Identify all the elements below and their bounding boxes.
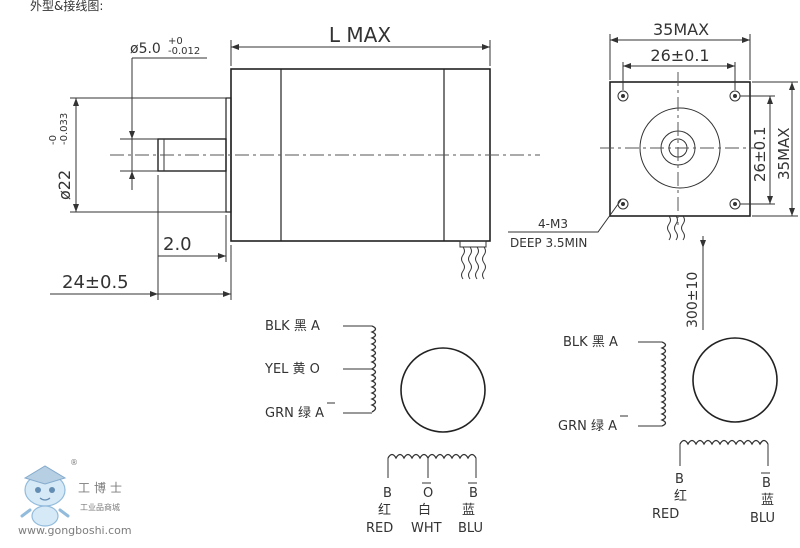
- boss-height-label: 2.0: [163, 234, 192, 255]
- coil-b: [387, 453, 477, 460]
- wire-o-top: O: [423, 486, 433, 501]
- logo-name: 工博士: [78, 480, 126, 495]
- wire4-bbar-top: B: [762, 476, 771, 491]
- wire-bbar-en: BLU: [458, 521, 483, 536]
- lead-connector: [459, 240, 487, 280]
- coil-a: [370, 325, 377, 413]
- side-view: L MAX ø5.0 +0 -0.012 ø22 -0 -0.033 2.0 2…: [48, 23, 540, 300]
- lead-length-label: 300±10: [685, 272, 701, 328]
- front-lead-pins: [667, 215, 685, 241]
- height-max-label: 35MAX: [775, 127, 793, 180]
- header-title: 外型&接线图:: [30, 0, 103, 13]
- wire4-bbar-en: BLU: [750, 511, 775, 526]
- brand-logo: ® 工博士 工业品商城 www.gongboshi.com: [18, 458, 132, 537]
- wire-o-en: WHT: [411, 521, 442, 536]
- logo-reg: ®: [70, 458, 78, 467]
- rotor4-circle: [692, 337, 778, 423]
- wire-label-blk: BLK 黑 A: [265, 319, 320, 334]
- wiring-diagram-6-lead: BLK 黑 A YEL 黄 O GRN 绿 A B 红 RED O 白 WHT …: [264, 319, 486, 536]
- boss-tol-upper: -0: [48, 135, 59, 145]
- wire-bbar-top: B: [469, 486, 478, 501]
- boss-tol-lower: -0.033: [59, 113, 70, 145]
- coil4-b: [679, 439, 769, 446]
- wire4-bbar-cn: 蓝: [761, 493, 774, 508]
- mascot-icon: [20, 465, 70, 527]
- wire-b-cn: 红: [378, 502, 391, 518]
- wire4-label-grn: GRN 绿 A: [558, 419, 617, 434]
- shaft-tol-upper: +0: [168, 36, 183, 47]
- wire4-b-en: RED: [652, 507, 679, 522]
- wire4-label-blk: BLK 黑 A: [563, 335, 618, 350]
- height-spacing-label: 26±0.1: [751, 126, 769, 182]
- front-view: 35MAX 26±0.1 26±0.1 35MAX 4-M3 DEEP 3.5M…: [508, 20, 798, 330]
- motor-shaft: [157, 138, 227, 172]
- wire-b-top: B: [383, 486, 392, 501]
- boss-dia-label: ø22: [55, 170, 74, 200]
- width-max-label: 35MAX: [653, 20, 709, 39]
- logo-subtitle: 工业品商城: [80, 502, 120, 512]
- wire-b-en: RED: [366, 521, 393, 536]
- holes-label-1: 4-M3: [538, 217, 568, 231]
- mounting-holes: [617, 90, 741, 210]
- rotor-circle: [400, 347, 486, 433]
- wire-label-grn: GRN 绿 A: [265, 406, 324, 421]
- length-label: L MAX: [329, 23, 391, 47]
- wire-o-cn: 白: [418, 502, 431, 518]
- wiring-diagram-4-lead: BLK 黑 A GRN 绿 A B 红 RED B 蓝 BLU: [558, 335, 778, 526]
- hole-spacing-label: 26±0.1: [650, 46, 709, 65]
- shaft-length-label: 24±0.5: [62, 272, 129, 293]
- holes-label-2: DEEP 3.5MIN: [510, 236, 587, 250]
- wire4-b-cn: 红: [674, 488, 687, 504]
- shaft-dia-label: ø5.0: [130, 41, 161, 57]
- wire-label-yel: YEL 黄 O: [264, 362, 320, 377]
- front-face: [609, 81, 751, 217]
- wire-bbar-cn: 蓝: [462, 503, 475, 518]
- shaft-tol-lower: -0.012: [168, 46, 200, 57]
- coil4-a: [660, 341, 667, 427]
- wire4-b-top: B: [675, 472, 684, 487]
- logo-url: www.gongboshi.com: [18, 524, 132, 537]
